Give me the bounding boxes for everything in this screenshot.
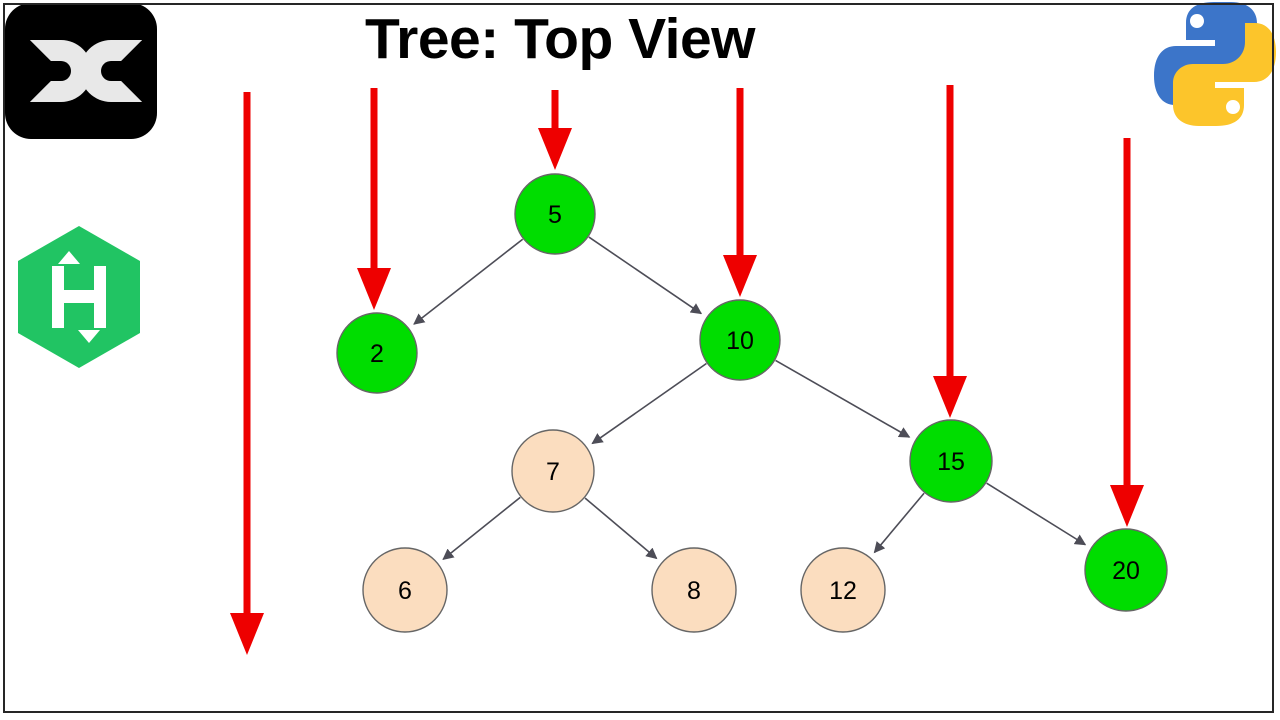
tree-node-6[interactable]: 6 bbox=[362, 547, 448, 633]
tree-node-circle[interactable] bbox=[800, 547, 886, 633]
tree-nodes-layer: 5 2 10 7 15 6 8 12 20 bbox=[336, 173, 1168, 633]
hackerrank-logo-icon bbox=[18, 226, 140, 368]
tree-node-20[interactable]: 20 bbox=[1084, 528, 1168, 612]
scan-arrow-head bbox=[357, 268, 391, 310]
scan-arrow bbox=[357, 88, 391, 310]
tree-node-circle[interactable] bbox=[699, 299, 781, 381]
tree-edge bbox=[413, 238, 524, 325]
tree-edges-layer bbox=[413, 236, 1087, 560]
scan-arrow-head bbox=[723, 255, 757, 297]
tree-node-10[interactable]: 10 bbox=[699, 299, 781, 381]
scan-arrow bbox=[723, 88, 757, 297]
tree-node-label: 2 bbox=[370, 340, 384, 368]
tree-edge bbox=[873, 492, 925, 554]
tree-node-label: 7 bbox=[546, 458, 560, 486]
page-title: Tree: Top View bbox=[365, 7, 756, 71]
tree-node-8[interactable]: 8 bbox=[651, 547, 737, 633]
tree-edge bbox=[591, 362, 707, 445]
dc-logo-icon bbox=[5, 3, 157, 139]
scan-arrow bbox=[1110, 138, 1144, 527]
tree-node-label: 20 bbox=[1112, 557, 1140, 585]
tree-node-circle[interactable] bbox=[1084, 528, 1168, 612]
scan-arrow-head bbox=[230, 613, 264, 655]
tree-edge bbox=[442, 496, 521, 560]
tree-edge bbox=[775, 359, 911, 438]
scan-arrow bbox=[230, 92, 264, 655]
scan-arrows-layer bbox=[230, 85, 1144, 655]
tree-node-circle[interactable] bbox=[909, 419, 993, 503]
tree-edge bbox=[584, 497, 658, 560]
tree-node-12[interactable]: 12 bbox=[800, 547, 886, 633]
tree-node-label: 15 bbox=[937, 448, 965, 476]
dc-logo-right-arc-icon bbox=[80, 40, 142, 102]
tree-node-circle[interactable] bbox=[511, 429, 595, 513]
scan-arrow-head bbox=[538, 128, 572, 170]
tree-node-label: 12 bbox=[829, 577, 857, 605]
tree-node-circle[interactable] bbox=[336, 312, 418, 394]
scan-arrow-head bbox=[1110, 485, 1144, 527]
python-logo-icon bbox=[1154, 2, 1276, 126]
tree-node-circle[interactable] bbox=[514, 173, 596, 255]
tree-node-circle[interactable] bbox=[362, 547, 448, 633]
tree-node-5[interactable]: 5 bbox=[514, 173, 596, 255]
scan-arrow bbox=[538, 90, 572, 170]
scan-arrow-head bbox=[933, 376, 967, 418]
tree-node-7[interactable]: 7 bbox=[511, 429, 595, 513]
scan-arrow bbox=[933, 85, 967, 418]
tree-node-label: 5 bbox=[548, 201, 562, 229]
tree-edge bbox=[588, 236, 703, 315]
tree-node-15[interactable]: 15 bbox=[909, 419, 993, 503]
tree-node-label: 8 bbox=[687, 577, 701, 605]
tree-node-label: 10 bbox=[726, 327, 754, 355]
tree-node-circle[interactable] bbox=[651, 547, 737, 633]
tree-node-2[interactable]: 2 bbox=[336, 312, 418, 394]
tree-node-label: 6 bbox=[398, 577, 412, 605]
tree-edge bbox=[986, 482, 1087, 546]
